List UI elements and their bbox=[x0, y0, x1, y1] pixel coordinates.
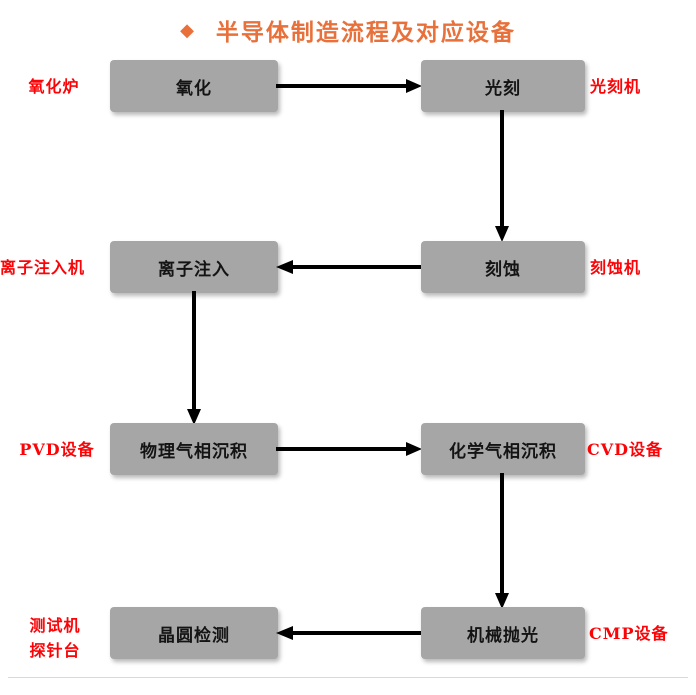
equipment-label-photolithography: 光刻机 bbox=[590, 77, 642, 96]
connector-ion-implantation-to-pvd bbox=[186, 291, 202, 427]
connector-cmp-to-wafer-inspection bbox=[276, 625, 424, 641]
process-box-photolithography-label: 光刻 bbox=[485, 78, 521, 99]
bottom-divider bbox=[8, 677, 688, 678]
connector-cvd-to-cmp bbox=[494, 473, 510, 611]
diamond-bullet-icon: ◆ bbox=[180, 20, 194, 41]
connector-oxidation-to-photolithography bbox=[276, 78, 424, 94]
equipment-label-etching: 刻蚀机 bbox=[590, 258, 642, 277]
page-title: ◆ 半导体制造流程及对应设备 bbox=[0, 10, 696, 50]
process-box-cvd-label: 化学气相沉积 bbox=[449, 441, 557, 462]
equipment-label-wafer-inspection: 测试机 探针台 bbox=[29, 616, 81, 660]
equipment-label-cvd: CVD设备 bbox=[587, 440, 664, 459]
process-box-cvd[interactable]: 化学气相沉积 bbox=[421, 423, 585, 475]
process-box-wafer-inspection-label: 晶圆检测 bbox=[158, 625, 230, 646]
connector-etching-to-ion-implantation bbox=[276, 259, 424, 275]
process-box-photolithography[interactable]: 光刻 bbox=[421, 60, 585, 112]
process-box-pvd-label: 物理气相沉积 bbox=[140, 441, 248, 462]
process-box-pvd[interactable]: 物理气相沉积 bbox=[110, 423, 278, 475]
connector-pvd-to-cvd bbox=[276, 441, 424, 457]
process-box-cmp-label: 机械抛光 bbox=[467, 625, 539, 646]
equipment-label-pvd: PVD设备 bbox=[19, 440, 95, 459]
equipment-label-ion-implantation: 离子注入机 bbox=[0, 258, 86, 277]
process-box-wafer-inspection[interactable]: 晶圆检测 bbox=[110, 607, 278, 659]
process-box-etching[interactable]: 刻蚀 bbox=[421, 241, 585, 293]
equipment-label-oxidation: 氧化炉 bbox=[28, 77, 80, 96]
process-box-etching-label: 刻蚀 bbox=[485, 259, 521, 280]
page-title-text: 半导体制造流程及对应设备 bbox=[215, 19, 516, 46]
process-box-oxidation-label: 氧化 bbox=[176, 78, 212, 99]
process-box-oxidation[interactable]: 氧化 bbox=[110, 60, 278, 112]
process-box-ion-implantation-label: 离子注入 bbox=[158, 259, 230, 280]
process-box-ion-implantation[interactable]: 离子注入 bbox=[110, 241, 278, 293]
process-box-cmp[interactable]: 机械抛光 bbox=[421, 607, 585, 659]
equipment-label-cmp: CMP设备 bbox=[589, 624, 669, 643]
connector-photolithography-to-etching bbox=[494, 110, 510, 244]
